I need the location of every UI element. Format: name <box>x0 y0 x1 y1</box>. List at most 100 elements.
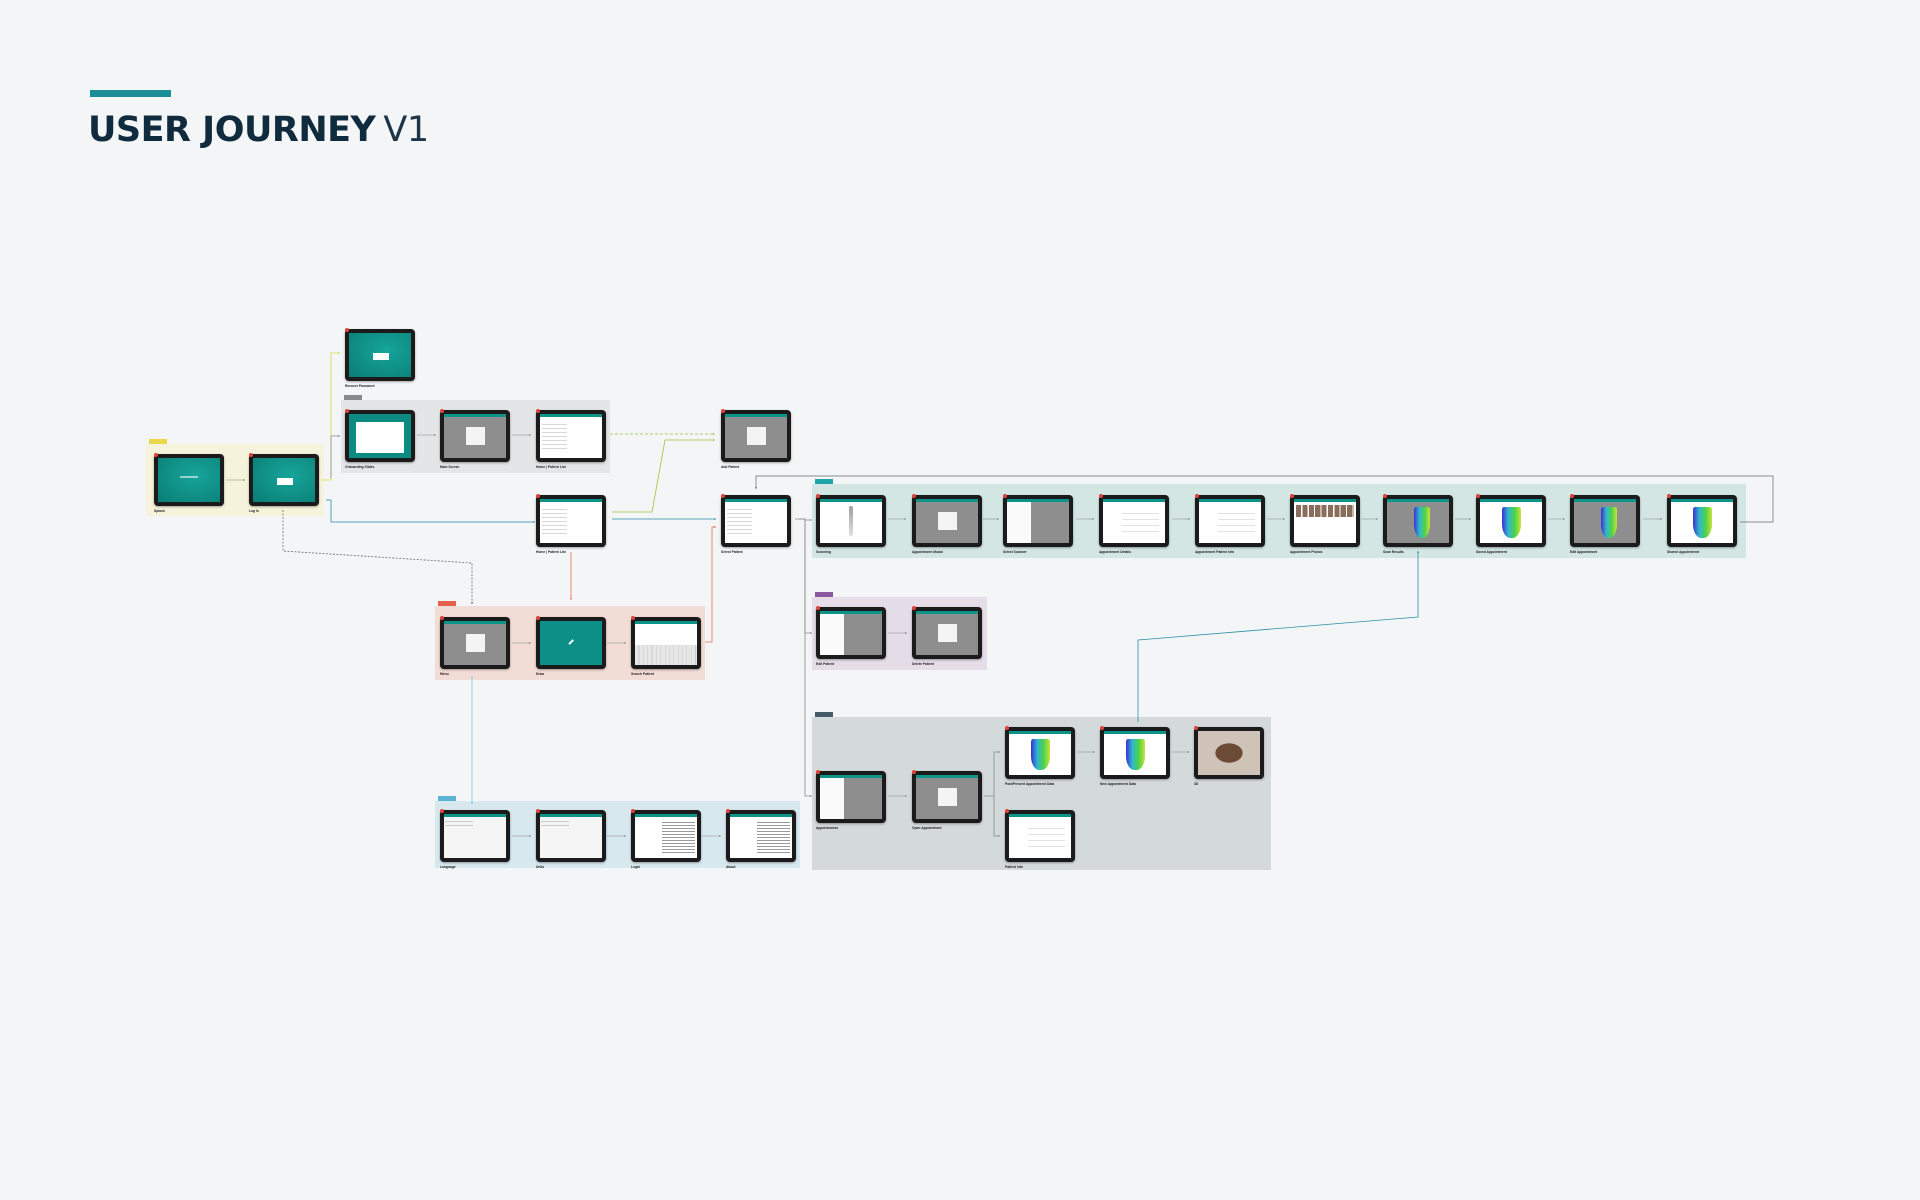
s-hist-open-screen[interactable]: Open Appointment <box>912 770 982 830</box>
status-dot <box>1194 726 1198 730</box>
screen-thumbnail <box>725 499 787 543</box>
s-login-screen[interactable]: Log In <box>249 453 319 513</box>
s-opt-menu-screen[interactable]: Menu <box>440 616 510 676</box>
screen-label: Menu <box>440 672 449 676</box>
screen-label: Delete Patient <box>912 662 934 666</box>
s-ap-4-screen[interactable]: Appointment Details <box>1099 494 1169 554</box>
status-dot <box>912 770 916 774</box>
s-recover-screen[interactable]: Recover Password <box>345 328 415 388</box>
s-ap-1-screen[interactable]: Scanning <box>816 494 886 554</box>
arrowhead <box>624 641 626 645</box>
search-to-select-patient <box>705 526 716 643</box>
s-home-list-screen[interactable]: Home | Patient List <box>536 494 606 554</box>
arrowhead <box>714 525 716 529</box>
screen-label: Patient Info <box>1005 865 1023 869</box>
s-set-about-screen[interactable]: About <box>726 809 796 869</box>
s-add-patient-screen[interactable]: Add Patient <box>721 409 791 469</box>
status-dot <box>1195 494 1199 498</box>
status-dot <box>345 409 349 413</box>
arrowhead <box>998 834 1000 838</box>
arrowhead <box>1188 517 1190 521</box>
s-onb-slides-screen[interactable]: Onboarding Slides <box>345 409 415 469</box>
status-dot <box>631 809 635 813</box>
s-ap-9-screen[interactable]: Edit Appointment <box>1570 494 1640 554</box>
status-dot <box>440 409 444 413</box>
s-ap-6-screen[interactable]: Appointment Photos <box>1290 494 1360 554</box>
group-tag <box>815 592 833 597</box>
screen-thumbnail <box>540 499 602 543</box>
s-pm-delete-screen[interactable]: Delete Patient <box>912 606 982 666</box>
screen-thumbnail <box>1574 499 1636 543</box>
arrowhead <box>569 598 573 600</box>
s-ap-10-screen[interactable]: Shared Appointment <box>1667 494 1737 554</box>
status-dot <box>440 616 444 620</box>
arrowhead <box>1093 750 1095 754</box>
arrowhead <box>1283 517 1285 521</box>
arrowhead <box>713 438 715 442</box>
arrowhead <box>998 750 1000 754</box>
group-tag <box>815 712 833 717</box>
arrowhead <box>810 518 812 522</box>
status-dot <box>1383 494 1387 498</box>
status-dot <box>1005 809 1009 813</box>
status-dot <box>1667 494 1671 498</box>
screen-label: Select Patient <box>721 550 743 554</box>
status-dot <box>440 809 444 813</box>
screen-thumbnail <box>444 814 506 858</box>
s-ap-8-screen[interactable]: Saved Appointment <box>1476 494 1546 554</box>
arrowhead <box>470 802 474 804</box>
s-hist-new-screen[interactable]: New Appointment Data <box>1100 726 1170 786</box>
arrowhead <box>434 433 436 437</box>
s-hist-prev-screen[interactable]: Past/Present Appointment Data <box>1005 726 1075 786</box>
s-select-patient-screen[interactable]: Select Patient <box>721 494 791 554</box>
screen-label: Edit Appointment <box>1570 550 1598 554</box>
screen-thumbnail <box>916 499 978 543</box>
screen-thumbnail <box>540 814 602 858</box>
arrowhead <box>243 478 245 482</box>
s-opt-draw-screen[interactable]: Draw <box>536 616 606 676</box>
arrowhead <box>714 517 716 521</box>
arrowhead <box>904 517 906 521</box>
s-ap-3-screen[interactable]: Select Scanner <box>1003 494 1073 554</box>
s-splash-screen[interactable]: Splash <box>154 453 224 513</box>
s-ap-2-screen[interactable]: Appointment Modal <box>912 494 982 554</box>
arrowhead <box>470 602 474 604</box>
s-hist-photo-screen[interactable]: 3D <box>1194 726 1264 786</box>
screen-thumbnail <box>1671 499 1733 543</box>
screen-thumbnail <box>1294 499 1356 543</box>
screen-label: Main Screen <box>440 465 460 469</box>
screen-label: Appointment Patient Info <box>1195 550 1235 554</box>
arrowhead <box>338 434 340 438</box>
status-dot <box>154 453 158 457</box>
status-dot <box>536 494 540 498</box>
screen-thumbnail <box>444 414 506 458</box>
s-ap-7-screen[interactable]: Scan Results <box>1383 494 1453 554</box>
screen-label: Home | Patient List <box>536 550 566 554</box>
group-tag <box>438 796 456 801</box>
login-to-options-dashed <box>282 510 473 604</box>
screen-thumbnail <box>916 775 978 819</box>
s-pm-edit-screen[interactable]: Edit Patient <box>816 606 886 666</box>
s-set-units-screen[interactable]: Units <box>536 809 606 869</box>
screen-label: Log In <box>249 509 259 513</box>
s-ap-5-screen[interactable]: Appointment Patient Info <box>1195 494 1265 554</box>
s-set-lang-screen[interactable]: Language <box>440 809 510 869</box>
s-set-legal-screen[interactable]: Legal <box>631 809 701 869</box>
screen-thumbnail <box>1198 731 1260 775</box>
s-opt-search-screen[interactable]: Search Patient <box>631 616 701 676</box>
status-dot <box>345 328 349 332</box>
page-title-main: USER JOURNEY <box>88 110 376 150</box>
page-title-version: V1 <box>383 110 429 150</box>
s-hist-list-screen[interactable]: Appointments <box>816 770 886 830</box>
screen-label: New Appointment Data <box>1100 782 1136 786</box>
s-welcome-screen[interactable]: Main Screen <box>440 409 510 469</box>
s-home-empty-screen[interactable]: Home | Patient List <box>536 409 606 469</box>
s-hist-info-screen[interactable]: Patient Info <box>1005 809 1075 869</box>
loop-back-connector <box>755 475 1774 523</box>
status-dot <box>726 809 730 813</box>
screen-label: Draw <box>536 672 545 676</box>
screen-label: Add Patient <box>721 465 740 469</box>
screen-label: Appointment Photos <box>1290 550 1323 554</box>
status-dot <box>536 409 540 413</box>
